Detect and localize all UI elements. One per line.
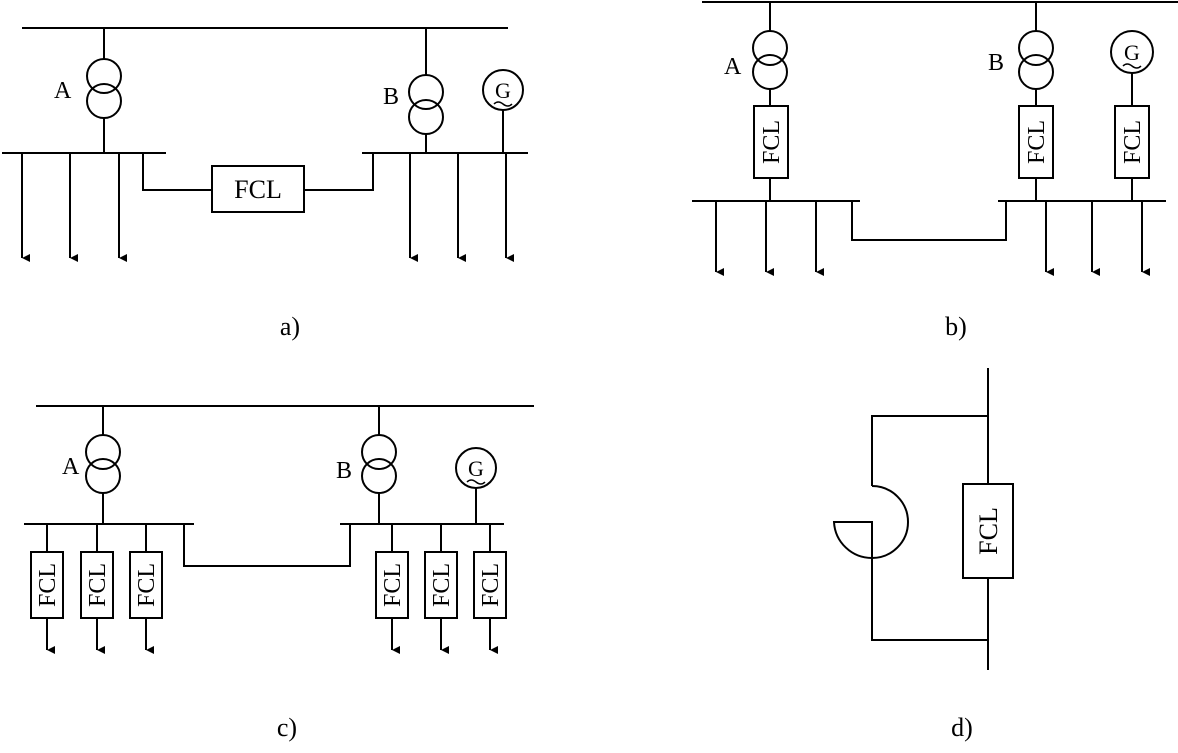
transformer-a-label: A — [724, 54, 742, 80]
transformer-b-symbol — [408, 74, 444, 110]
generator-tilde-icon — [466, 479, 486, 485]
fcl-box — [424, 551, 458, 619]
transformer-b-label: B — [336, 458, 352, 484]
transformer-a-symbol — [752, 54, 788, 90]
fcl-box — [962, 483, 1014, 579]
generator-label: G — [495, 78, 511, 103]
fcl-label: FCL — [478, 563, 504, 607]
panel-d: FCL d) — [832, 368, 1014, 742]
fcl-box — [211, 165, 305, 213]
caption-b: b) — [945, 312, 967, 341]
generator-label: G — [468, 456, 484, 481]
transformer-a-symbol — [86, 83, 122, 119]
bypass-line — [871, 558, 988, 641]
generator-tilde-icon — [493, 101, 513, 107]
fcl-label: FCL — [234, 175, 282, 204]
panel-b: A FCL B FCL G FCL b) — [692, 1, 1178, 341]
fcl-box — [1114, 105, 1150, 179]
transformer-b-label: B — [988, 50, 1004, 76]
panel-a: A FCL B G a) — [2, 27, 528, 341]
transformer-b-symbol — [361, 458, 397, 494]
transformer-b-label: B — [383, 84, 399, 110]
bus-tie-line — [851, 201, 1007, 241]
transformer-a-label: A — [54, 78, 72, 104]
bus-tie-line — [142, 153, 212, 191]
transformer-b-symbol — [408, 99, 444, 135]
transformer-a-symbol — [85, 458, 121, 494]
caption-a: a) — [280, 312, 300, 341]
generator-label: G — [1124, 40, 1140, 65]
bus-tie-line — [183, 524, 351, 567]
fcl-label: FCL — [1024, 120, 1050, 164]
bypass-line — [871, 415, 988, 486]
generator-tilde-icon — [1122, 63, 1142, 69]
fcl-box — [1018, 105, 1054, 179]
fcl-box — [129, 551, 163, 619]
fcl-label: FCL — [1120, 120, 1146, 164]
fcl-label: FCL — [429, 563, 455, 607]
transformer-a-symbol — [752, 30, 788, 66]
transformer-a-symbol — [85, 434, 121, 470]
caption-d: d) — [951, 713, 973, 742]
transformer-a-symbol — [86, 58, 122, 94]
breaker-symbol — [832, 485, 909, 560]
fcl-box — [753, 105, 789, 179]
panel-c: A FCL FCL FCL B G FCL — [24, 405, 534, 742]
fcl-label: FCL — [134, 563, 160, 607]
fcl-label: FCL — [974, 507, 1003, 555]
fcl-label: FCL — [759, 120, 785, 164]
transformer-b-symbol — [1018, 30, 1054, 66]
fcl-label: FCL — [35, 563, 61, 607]
fcl-label: FCL — [85, 563, 111, 607]
transformer-a-label: A — [62, 454, 80, 480]
transformer-b-symbol — [1018, 54, 1054, 90]
transformer-b-symbol — [361, 434, 397, 470]
caption-c: c) — [277, 713, 297, 742]
fcl-box — [80, 551, 114, 619]
bus-tie-line — [304, 153, 374, 191]
fcl-label: FCL — [380, 563, 406, 607]
